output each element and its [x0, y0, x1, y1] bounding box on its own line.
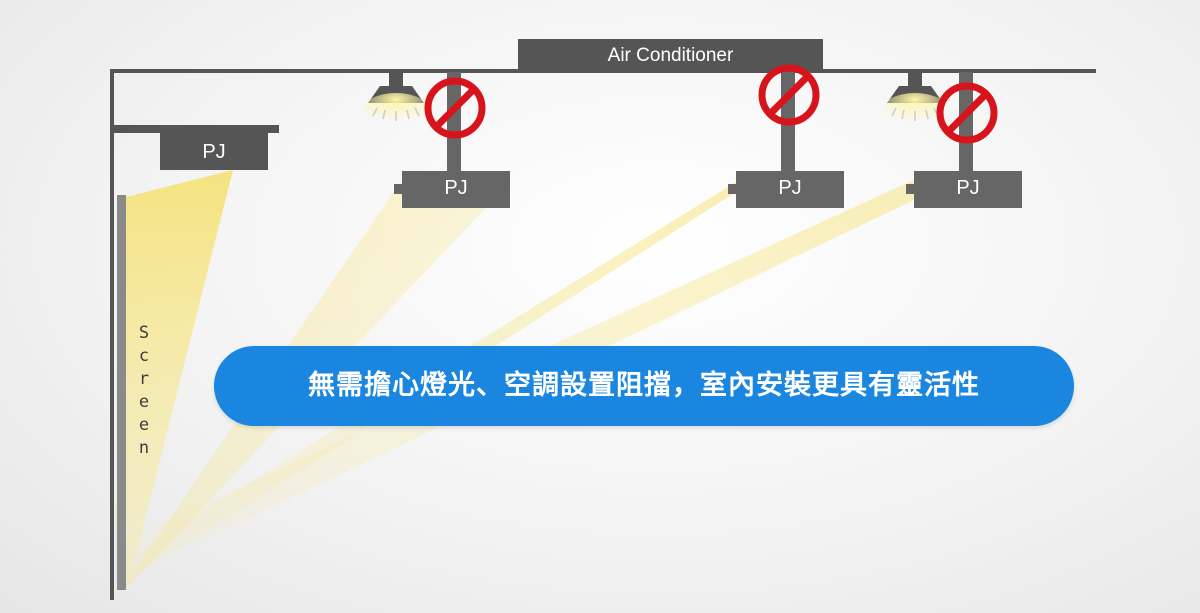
ceiling-lamp-icon — [883, 73, 947, 125]
air-conditioner-unit — [518, 39, 823, 72]
projector-1 — [402, 171, 510, 208]
projector-3-label: PJ — [956, 177, 980, 199]
projection-screen — [117, 195, 126, 590]
screen-label-letter: e — [138, 392, 150, 412]
shelf-bracket — [112, 125, 279, 133]
prohibited-icon — [758, 64, 820, 126]
prohibited-icon — [424, 77, 486, 139]
banner-text: 無需擔心燈光、空調設置阻擋，室內安裝更具有靈活性 — [308, 370, 980, 401]
air-conditioner-label: Air Conditioner — [607, 45, 734, 66]
screen-label-letter: r — [138, 369, 150, 389]
projector-2 — [736, 171, 844, 208]
projector-mount-pole — [447, 72, 461, 173]
projector-1-label: PJ — [444, 177, 468, 199]
projector-left — [160, 133, 268, 170]
projector-2-label: PJ — [778, 177, 802, 199]
screen-label-letter: e — [138, 415, 150, 435]
projector-mount-pole — [959, 72, 973, 173]
ceiling-lamp-icon — [364, 73, 428, 125]
info-banner: 無需擔心燈光、空調設置阻擋，室內安裝更具有靈活性 — [214, 346, 1074, 426]
screen-label-letter: n — [138, 438, 150, 458]
projector-3-lens — [906, 184, 916, 194]
projector-3 — [914, 171, 1022, 208]
projector-left-label: PJ — [202, 141, 226, 163]
screen-label-letter: S — [138, 323, 150, 343]
screen-label-letter: c — [138, 346, 150, 366]
projector-2-lens — [728, 184, 738, 194]
prohibited-icon — [936, 82, 998, 144]
beam-left-projector — [122, 170, 233, 588]
projector-1-lens — [394, 184, 404, 194]
